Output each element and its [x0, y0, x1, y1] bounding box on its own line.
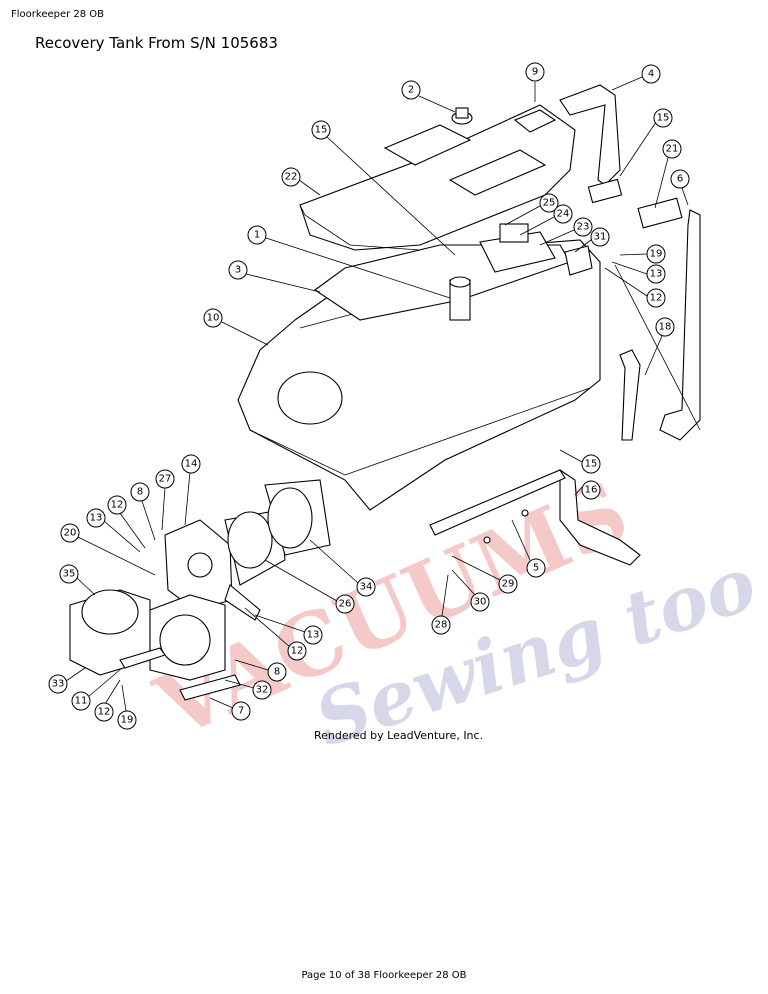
- callout-23: 23: [539, 217, 593, 246]
- svg-text:15: 15: [657, 113, 670, 124]
- callout-3: 3: [228, 260, 321, 293]
- callout-20: 20: [60, 523, 156, 576]
- callout-27: 27: [155, 469, 175, 531]
- svg-text:12: 12: [650, 293, 663, 304]
- callout-15-lower: 15: [559, 449, 601, 474]
- motor-assembly: [164, 479, 331, 621]
- recovery-tank-body: [237, 223, 601, 511]
- callout-14: 14: [181, 454, 201, 526]
- svg-text:25: 25: [543, 198, 556, 209]
- svg-text:12: 12: [111, 500, 124, 511]
- svg-text:15: 15: [315, 125, 328, 136]
- svg-text:8: 8: [137, 487, 143, 498]
- callout-32: 32: [224, 679, 272, 700]
- callout-12-left: 12: [107, 495, 146, 549]
- callout-30: 30: [451, 569, 490, 612]
- callout-9: 9: [525, 62, 545, 102]
- svg-text:4: 4: [648, 69, 654, 80]
- callout-7: 7: [209, 697, 251, 721]
- svg-text:30: 30: [474, 597, 487, 608]
- svg-text:21: 21: [666, 144, 679, 155]
- callout-15-upper: 15: [311, 120, 456, 256]
- svg-text:2: 2: [408, 85, 414, 96]
- svg-text:6: 6: [677, 174, 683, 185]
- callout-24: 24: [519, 204, 573, 236]
- callout-31: 31: [574, 227, 610, 253]
- svg-text:18: 18: [659, 322, 672, 333]
- svg-text:12: 12: [98, 707, 111, 718]
- callout-25: 25: [504, 193, 559, 226]
- svg-text:32: 32: [256, 685, 269, 696]
- callout-10: 10: [203, 308, 269, 346]
- callout-4: 4: [611, 64, 661, 91]
- callout-12-right: 12: [604, 267, 666, 308]
- page-title: Recovery Tank From S/N 105683: [35, 34, 278, 52]
- svg-text:28: 28: [435, 620, 448, 631]
- callout-5: 5: [511, 519, 546, 578]
- callout-33: 33: [48, 667, 86, 694]
- callout-13-right: 13: [611, 261, 666, 284]
- svg-text:5: 5: [533, 563, 539, 574]
- svg-text:16: 16: [585, 485, 598, 496]
- svg-text:24: 24: [557, 209, 570, 220]
- svg-text:7: 7: [238, 706, 244, 717]
- callout-19-right: 19: [619, 244, 666, 264]
- svg-text:27: 27: [159, 474, 172, 485]
- svg-text:13: 13: [90, 513, 103, 524]
- callout-16: 16: [574, 480, 601, 500]
- svg-text:11: 11: [75, 696, 88, 707]
- callout-21: 21: [654, 139, 682, 209]
- hinge-bracket: [429, 469, 566, 544]
- callout-22: 22: [281, 167, 321, 196]
- callout-group: 9 4 2 15 15 21 6 22 25 24 23 31 19 13 12…: [48, 62, 690, 730]
- callout-34: 34: [309, 539, 376, 597]
- svg-text:14: 14: [185, 459, 198, 470]
- svg-text:8: 8: [274, 667, 280, 678]
- svg-text:12: 12: [291, 646, 304, 657]
- tank-lid: [299, 104, 576, 251]
- svg-text:22: 22: [285, 172, 298, 183]
- callout-29: 29: [451, 555, 518, 594]
- svg-text:13: 13: [307, 630, 320, 641]
- svg-text:33: 33: [52, 679, 65, 690]
- callout-11: 11: [71, 667, 123, 711]
- document-header-title: Floorkeeper 28 OB: [11, 9, 105, 20]
- callout-8-lower: 8: [234, 659, 287, 682]
- svg-text:9: 9: [532, 67, 538, 78]
- svg-text:1: 1: [254, 230, 260, 241]
- svg-text:19: 19: [121, 715, 134, 726]
- svg-text:13: 13: [650, 269, 663, 280]
- callout-35: 35: [59, 564, 96, 596]
- callout-1: 1: [247, 225, 451, 299]
- svg-text:19: 19: [650, 249, 663, 260]
- svg-text:3: 3: [235, 265, 241, 276]
- svg-text:20: 20: [64, 528, 77, 539]
- svg-text:26: 26: [339, 599, 352, 610]
- callout-13-left: 13: [86, 508, 141, 553]
- page-footer: Page 10 of 38 Floorkeeper 28 OB: [301, 970, 467, 981]
- svg-text:23: 23: [577, 222, 590, 233]
- callout-13-center: 13: [254, 614, 323, 645]
- callout-15-right: 15: [619, 108, 673, 177]
- callout-8-upper: 8: [130, 482, 156, 541]
- callout-28: 28: [431, 574, 451, 635]
- render-credit: Rendered by LeadVenture, Inc.: [314, 729, 484, 742]
- callout-12-center: 12: [244, 607, 307, 661]
- svg-text:10: 10: [207, 313, 220, 324]
- callout-12-bottom: 12: [94, 679, 121, 722]
- svg-text:29: 29: [502, 579, 515, 590]
- callout-6: 6: [670, 169, 690, 206]
- svg-text:35: 35: [63, 569, 76, 580]
- motor-housing: [69, 589, 241, 701]
- svg-text:31: 31: [594, 232, 607, 243]
- callout-2: 2: [401, 80, 456, 113]
- svg-text:34: 34: [360, 582, 373, 593]
- callout-19-bottom: 19: [117, 684, 137, 730]
- callout-26: 26: [264, 559, 355, 614]
- callout-18: 18: [644, 317, 675, 376]
- hose-assemblies: [559, 84, 701, 566]
- svg-text:15: 15: [585, 459, 598, 470]
